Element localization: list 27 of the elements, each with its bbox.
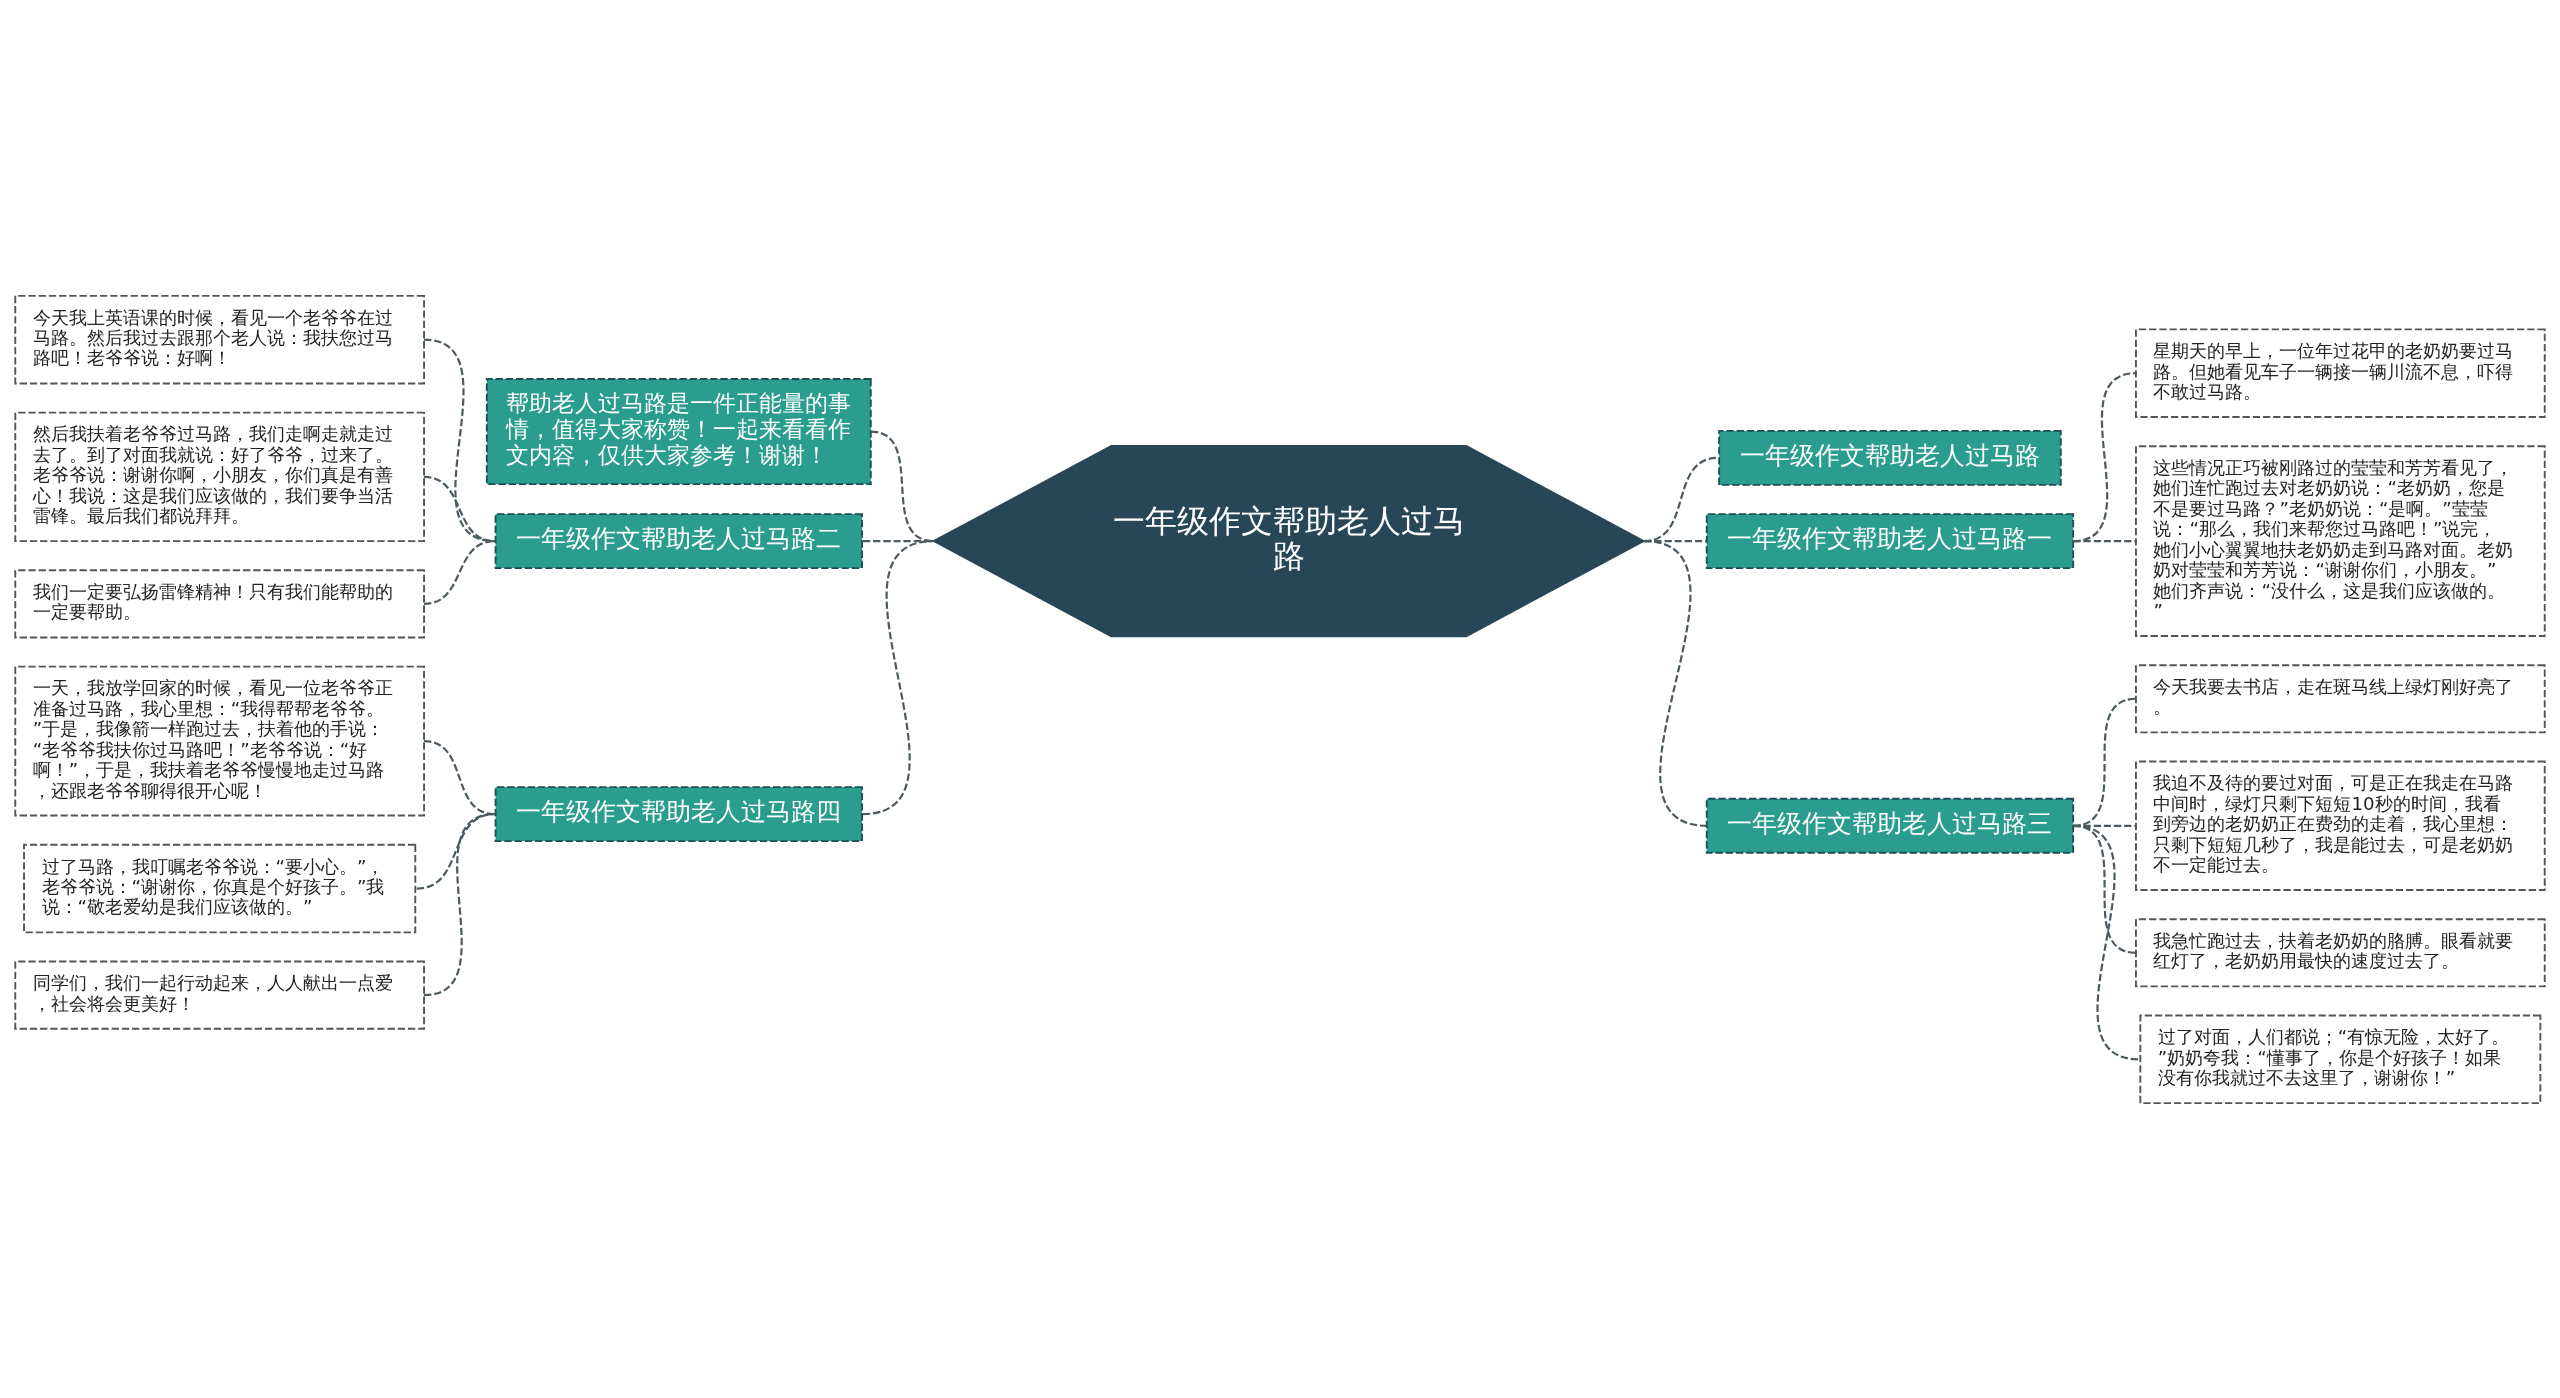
node-box: 我迫不及待的要过对面，可是正在我走在马路中间时，绿灯只剩下短短10秒的时间，我看到旁边的老奶奶正在费劲的走着，我心里想：只剩下短短几秒了，我是能过去，可是老奶奶不一定能过去。 [2135,760,2546,891]
connector [1643,539,1707,827]
node-box: 我们一定要弘扬雷锋精神！只有我们能帮助的一定要帮助。 [14,568,425,638]
node-box: 一天，我放学回家的时候，看见一位老爷爷正准备过马路，我心里想：“我得帮帮老爷爷。”于是，我像箭一样跑过去，扶着他的手说：“老爷爷我扶你过马路吧！”老爷爷说：“好啊！”，于是，我扶着老爷爷慢慢地走过马路，还跟老爷爷聊得很开心呢！ [14,665,425,816]
node-box: 一年级作文帮助老人过马路三 [1705,797,2075,854]
node-box: 然后我扶着老爷爷过马路，我们走啊走就走过去了。到了对面我就说：好了爷爷，过来了。老爷爷说：谢谢你啊，小朋友，你们真是有善心！我说：这是我们应该做的，我们要争当活雷锋。最后我们都说拜拜。 [14,411,425,542]
node-box: 这些情况正巧被刚路过的莹莹和芳芳看见了，她们连忙跑过去对老奶奶说：“老奶奶，您是不是要过马路？”老奶奶说：“是啊。”莹莹说：“那么，我们来帮您过马路吧！”说完，她们小心翼翼地扶老奶奶走到马路对面。老奶奶对莹莹和芳芳说：“谢谢你们，小朋友。”她们齐声说：“没什么，这是我们应该做的。” [2135,444,2546,637]
connector [2072,824,2140,1060]
node-box: 过了马路，我叮嘱老爷爷说：“要小心。”，老爷爷说：“谢谢你，你真是个好孩子。”我说：“敬老爱幼是我们应该做的。” [23,843,417,933]
node-box: 过了对面，人们都说；“有惊无险，太好了。”奶奶夸我：“懂事了，你是个好孩子！如果没有你我就过不去这里了，谢谢你！” [2139,1014,2542,1104]
connector [423,338,496,542]
connector [423,475,495,542]
connector [423,539,495,605]
connector [416,812,495,890]
node-box: 今天我上英语课的时候，看见一个老爷爷在过马路。然后我过去跟那个老人说：我扶您过马路吧！老爷爷说：好啊！ [14,294,425,384]
node-box: 一年级作文帮助老人过马路一 [1705,512,2075,569]
node-box: 同学们，我们一起行动起来，人人献出一点爱，社会将会更美好！ [14,960,425,1030]
connector [2073,539,2136,542]
node-box: 一年级作文帮助老人过马路 [1718,429,2062,486]
node-box: 星期天的早上，一位年过花甲的老奶奶要过马路。但她看见车子一辆接一辆川流不息，吓得不敢过马路。 [2135,327,2546,418]
node-box: 一年级作文帮助老人过马路四 [494,785,863,842]
node-box: 我急忙跑过去，扶着老奶奶的胳膊。眼看就要红灯了，老奶奶用最快的速度过去了。 [2135,917,2546,987]
node-box: 一年级作文帮助老人过马路二 [494,512,863,569]
connector [2072,371,2137,542]
connector [862,539,934,815]
node-box: 今天我要去书店，走在斑马线上绿灯刚好亮了。 [2135,663,2546,733]
node-box: 帮助老人过马路是一件正能量的事情，值得大家称赞！一起来看看作文内容，仅供大家参考！谢谢！ [485,377,872,485]
